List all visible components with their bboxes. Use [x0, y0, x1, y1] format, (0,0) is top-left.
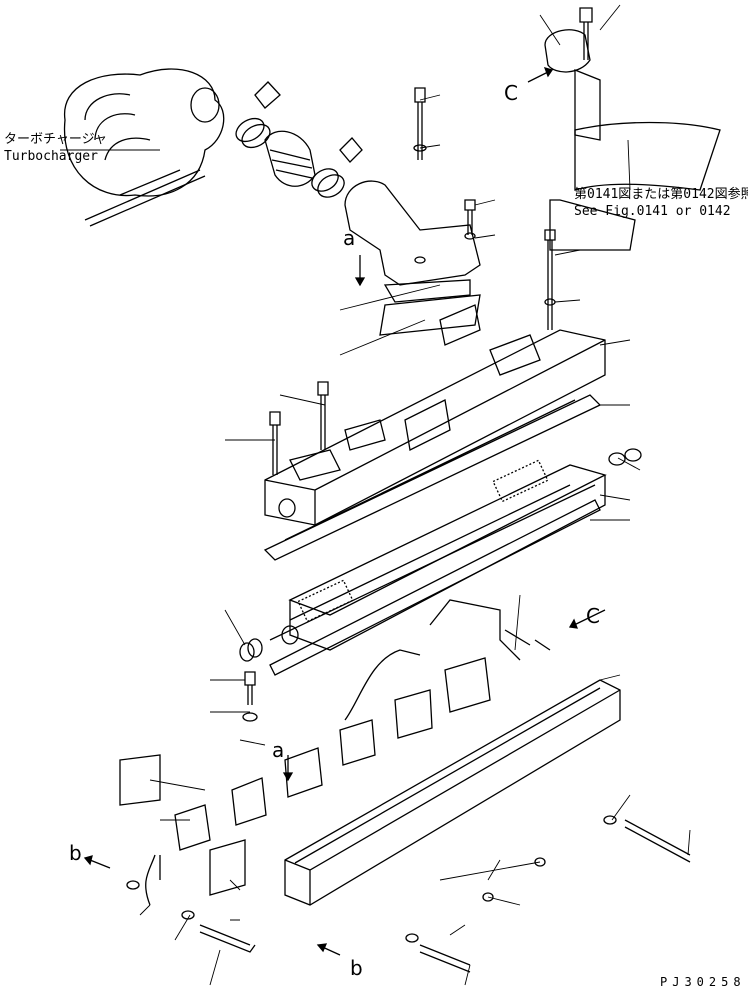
- turbocharger: [63, 68, 225, 227]
- turbocharger-label-jp: ターボチャージャ: [4, 132, 107, 147]
- reference-label-en: See Fig.0141 or 0142: [574, 204, 731, 219]
- view-marker-b-bottom: b: [350, 956, 363, 980]
- view-marker-c-top: C: [504, 81, 518, 105]
- view-marker-c-right: C: [586, 604, 600, 628]
- turbocharger-label-en: Turbocharger: [4, 149, 98, 164]
- aftercooler-core: [281, 459, 607, 651]
- view-marker-a-top: a: [343, 226, 356, 250]
- heater-units: [119, 657, 491, 896]
- view-marker-a-mid: a: [272, 738, 285, 762]
- view-marker-b-left: b: [69, 841, 82, 865]
- aftercooler-tank: [284, 679, 621, 906]
- drawing-code: PJ30258: [660, 975, 746, 989]
- reference-label-jp: 第0141図または第0142図参照: [574, 187, 748, 202]
- intake-manifold: [264, 304, 606, 526]
